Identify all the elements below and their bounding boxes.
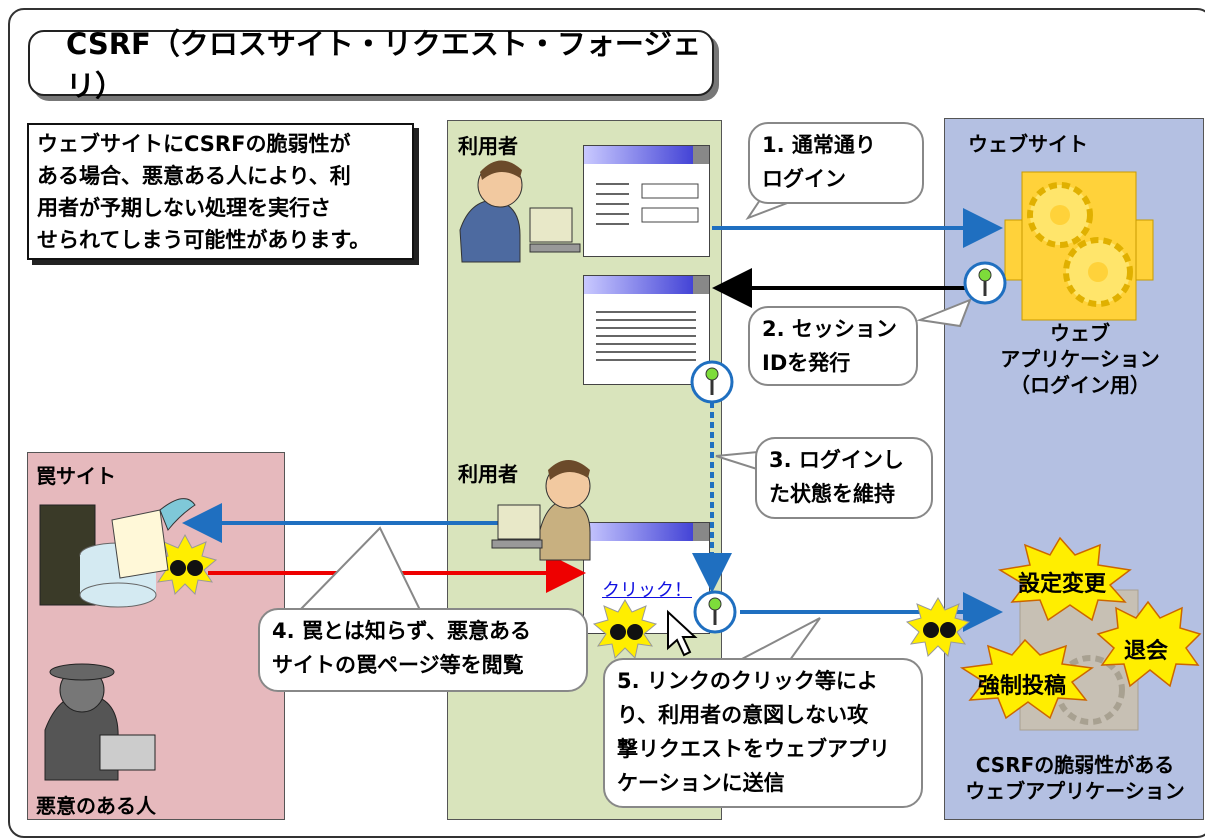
step-1-callout: 1. 通常通り ログイン [748,122,924,204]
bomb-icon [152,533,218,596]
trap-site-label: 罠サイト [36,464,116,488]
website-label: ウェブサイト [968,132,1088,156]
intro-line: ウェブサイトにCSRFの脆弱性が [37,132,351,156]
key-icon [693,590,737,634]
window-titlebar [584,276,709,294]
document-lines-icon [596,311,696,361]
server-icon [39,498,196,608]
key-icon [963,261,1007,305]
session-page-window [583,275,710,385]
attacker-label: 悪意のある人 [36,794,156,818]
burst-forced-post [959,638,1095,720]
callout-line: 撃リクエストをウェブアプリ [617,737,890,761]
intro-line: 用者が予期しない処理を実行さ [37,196,331,220]
callout-line: IDを発行 [762,351,851,375]
person-at-computer-icon [459,160,581,263]
bomb-icon [905,597,971,658]
callout-line: た状態を維持 [769,482,895,506]
vuln-label-line: ウェブアプリケーション [965,779,1185,803]
callout-line: り、利用者の意図しない攻 [617,703,869,727]
person-at-computer-icon [491,460,591,561]
webapp-label-line: （ログイン用） [1010,373,1150,397]
window-titlebar [584,146,709,164]
burst-setting-change [997,536,1132,622]
burst-label-setting-change: 設定変更 [1018,572,1107,597]
user-label-mid: 利用者 [458,462,518,486]
callout-line: 5. リンクのクリック等によ [617,669,878,693]
bomb-icon [592,599,658,660]
hacker-icon [44,663,156,781]
burst-label-withdrawal: 退会 [1124,639,1169,664]
burst-withdrawal [1096,600,1202,688]
callout-line: ケーションに送信 [617,771,785,795]
click-link[interactable]: クリック！ [602,580,692,601]
step-5-callout: 5. リンクのクリック等によ り、利用者の意図しない攻 撃リクエストをウェブアプ… [603,658,923,808]
callout-line: サイトの罠ページ等を閲覧 [272,653,524,677]
webapp-label-line: ウェブ [1050,321,1110,345]
login-form-icon [596,183,699,225]
trap-page-window [583,522,710,634]
burst-label-forced-post: 強制投稿 [978,674,1067,699]
callout-line: 4. 罠とは知らず、悪意ある [272,619,532,643]
login-form-window [583,145,710,257]
intro-text: ウェブサイトにCSRFの脆弱性が ある場合、悪意ある人により、利 用者が予期しな… [27,123,414,260]
step-2-callout: 2. セッション IDを発行 [748,306,918,386]
user-label-top: 利用者 [458,134,518,158]
callout-line: 3. ログインし [769,448,904,472]
window-titlebar [584,523,709,541]
cursor-icon [667,609,698,657]
web-app-icon [1004,171,1154,321]
step-4-callout: 4. 罠とは知らず、悪意ある サイトの罠ページ等を閲覧 [258,608,588,692]
vuln-label-line: CSRFの脆弱性がある [975,753,1175,777]
vulnerable-app-label: CSRFの脆弱性がある ウェブアプリケーション [950,752,1200,804]
step-3-callout: 3. ログインし た状態を維持 [755,437,933,519]
key-icon [690,360,734,404]
callout-line: 1. 通常通り [762,133,876,157]
intro-line: ある場合、悪意ある人により、利 [37,164,351,188]
callout-line: 2. セッション [762,317,897,341]
webapp-label-line: アプリケーション [1000,347,1160,371]
intro-line: せられてしまう可能性があります。 [37,228,371,252]
webapp-label: ウェブ アプリケーション （ログイン用） [1000,320,1160,398]
callout-line: ログイン [762,167,846,191]
